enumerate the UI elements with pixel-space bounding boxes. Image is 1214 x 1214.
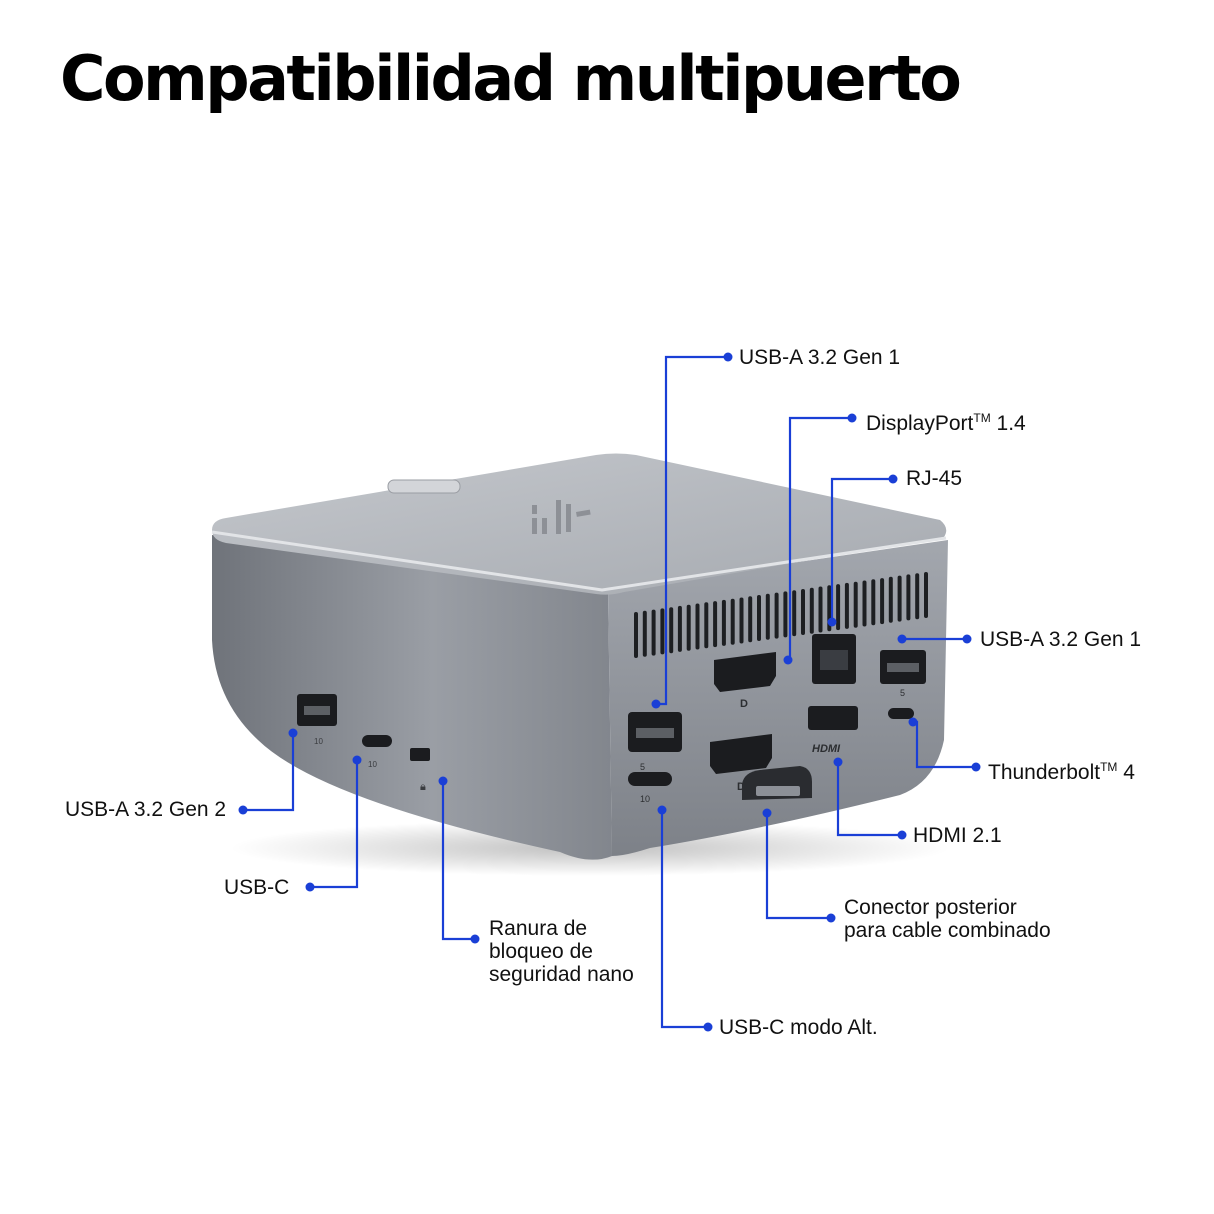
leader-rj45	[830, 477, 893, 622]
vent-slot	[853, 581, 858, 628]
vent-slot	[686, 604, 691, 651]
vent-slot	[748, 596, 753, 643]
displayport-top-port	[714, 652, 776, 692]
vent-slot	[792, 590, 797, 637]
thunderbolt-port	[888, 708, 914, 719]
label-displayport-name: DisplayPort	[866, 412, 974, 435]
vent-slot	[695, 603, 700, 650]
dock-top-button	[387, 479, 461, 494]
vent-slot	[897, 575, 902, 622]
side-ports: 10 10 🔒︎	[297, 694, 430, 793]
vent-slot	[862, 580, 867, 627]
hdmi-marking: HDMI	[812, 743, 841, 755]
label-displayport: DisplayPortTM 1.4	[866, 407, 1026, 435]
displayport-top-marking: D	[740, 698, 748, 710]
vent-grille	[634, 572, 928, 658]
label-nano-lock-line3: seguridad nano	[489, 963, 634, 986]
vent-slot	[757, 595, 761, 641]
leader-usb-c-alt	[660, 810, 708, 1029]
label-rj45: RJ-45	[906, 467, 963, 490]
vent-slot	[677, 605, 682, 652]
vent-slot	[669, 607, 674, 654]
label-thunderbolt-version: 4	[1117, 761, 1135, 784]
vent-slot	[765, 593, 770, 640]
dock-side-panel	[212, 535, 612, 860]
logo-icon	[532, 500, 591, 534]
vent-slot	[730, 598, 735, 645]
vent-slot	[739, 597, 744, 644]
leader-usb-a-gen2	[243, 733, 295, 812]
label-usb-a-gen2: USB-A 3.2 Gen 2	[65, 798, 227, 821]
displayport-bottom-port	[710, 734, 772, 774]
usb-a-gen2-speed-marking: 10	[314, 737, 323, 746]
page-title: Compatibilidad multipuerto	[60, 42, 962, 115]
usb-c-speed-marking: 10	[368, 760, 377, 769]
dock-body	[211, 453, 950, 876]
vent-slot	[783, 591, 788, 638]
vent-slot	[721, 599, 726, 646]
lock-icon: 🔒︎	[420, 780, 426, 793]
label-nano-lock-line1: Ranura de	[489, 917, 588, 940]
label-usb-a-top: USB-A 3.2 Gen 1	[739, 346, 901, 369]
vent-slot	[651, 609, 656, 656]
leader-hdmi	[836, 762, 902, 837]
vent-slot	[818, 586, 823, 633]
label-usb-a-right: USB-A 3.2 Gen 1	[980, 628, 1142, 651]
label-hdmi: HDMI 2.1	[913, 824, 1002, 847]
usb-a-rear-left-speed-marking: 5	[640, 762, 645, 772]
displayport-bottom-marking: D	[737, 781, 745, 793]
label-nano-lock-line2: bloqueo de	[489, 940, 593, 963]
rear-ports: 5 10 D D HDMI 5	[628, 634, 926, 804]
vent-slot	[836, 584, 841, 631]
label-thunderbolt: ThunderboltTM 4	[988, 756, 1135, 784]
label-thunderbolt-name: Thunderbolt	[988, 761, 1101, 784]
nano-lock-slot	[410, 748, 430, 761]
vent-slot	[704, 602, 709, 649]
vent-slot	[924, 572, 928, 618]
leader-usb-a-top	[656, 355, 728, 706]
vent-slot	[801, 589, 805, 635]
label-rear-connector-line1: Conector posterior	[844, 896, 1017, 919]
usb-c-port	[362, 735, 392, 747]
vent-slot	[774, 592, 779, 639]
label-rear-connector-line2: para cable combinado	[844, 919, 1051, 942]
vent-slot	[915, 573, 920, 620]
vent-slot	[634, 612, 638, 658]
label-usb-c-alt: USB-C modo Alt.	[719, 1016, 878, 1039]
vent-slot	[809, 587, 814, 634]
hdmi-port	[808, 706, 858, 730]
usb-c-alt-port	[628, 772, 672, 786]
vent-slot	[844, 582, 849, 629]
vent-slot	[880, 578, 885, 625]
leader-usb-c	[310, 760, 359, 889]
vent-slot	[871, 579, 876, 626]
vent-slot	[888, 576, 893, 623]
label-nano-lock: Ranura de bloqueo de seguridad nano	[489, 917, 634, 986]
label-displayport-version: 1.4	[990, 412, 1026, 435]
label-rear-connector: Conector posterior para cable combinado	[844, 896, 1051, 942]
leader-rear-connector	[765, 813, 831, 920]
vent-slot	[642, 610, 647, 657]
label-thunderbolt-tm: TM	[1100, 760, 1118, 774]
vent-slot	[713, 601, 718, 648]
leader-nano-lock	[441, 781, 475, 941]
vent-slot	[906, 574, 911, 621]
vent-slot	[660, 608, 665, 655]
label-displayport-tm: TM	[973, 411, 991, 425]
callout-dots	[238, 352, 981, 1032]
label-usb-c: USB-C	[224, 876, 290, 899]
usb-a-rear-right-speed-marking: 5	[900, 688, 905, 698]
usb-c-alt-speed-marking: 10	[640, 794, 650, 804]
